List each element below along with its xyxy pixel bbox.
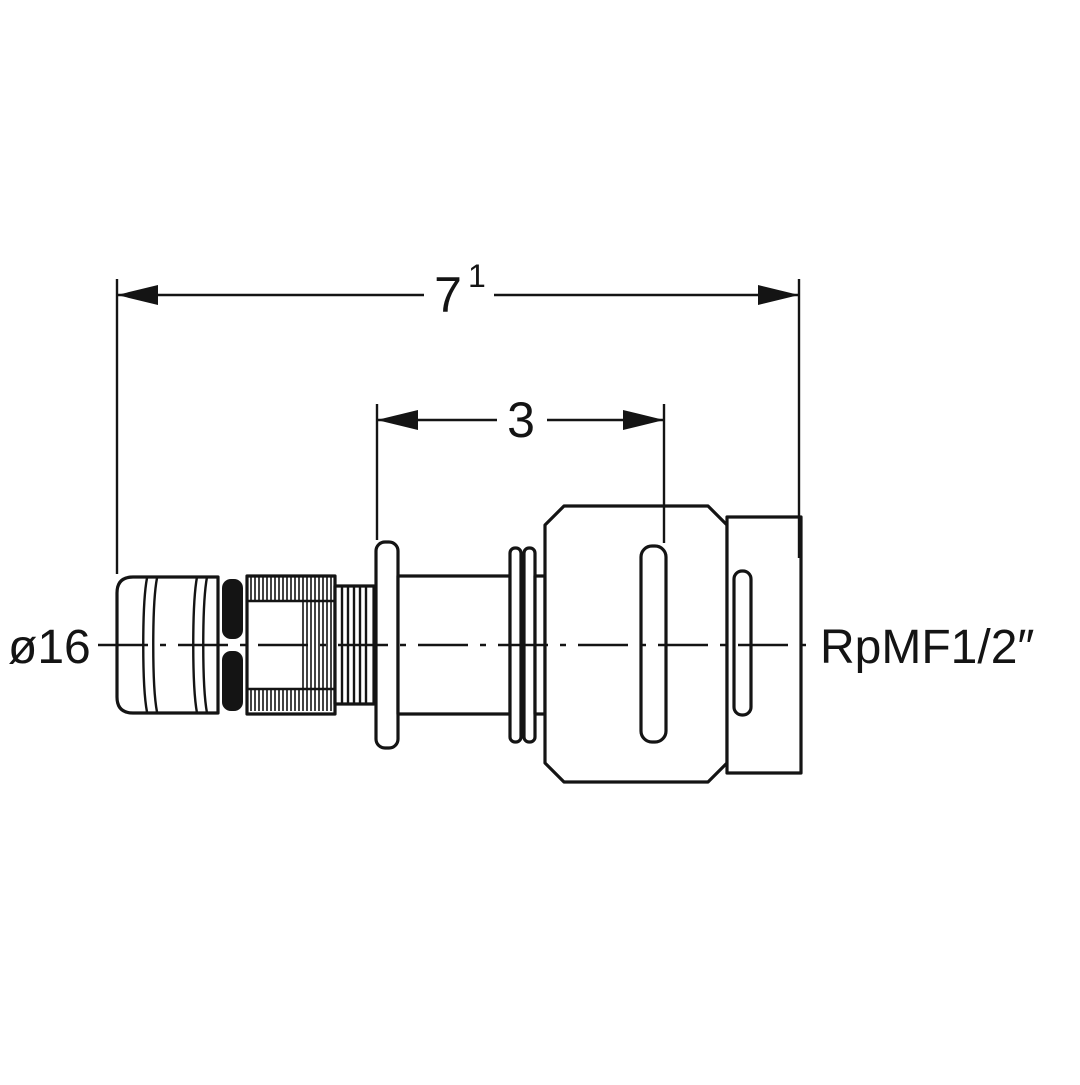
dimension-inner-value: 3 [507, 392, 535, 448]
o-ring-top [222, 579, 243, 639]
arrowhead-left [377, 410, 418, 430]
outlet-groove [732, 569, 753, 717]
label-pipe-diameter: ø16 [8, 621, 91, 674]
dimension-overall-footnote: 1 [468, 258, 486, 294]
o-ring-bottom [222, 651, 243, 711]
sleeve-knurl-top [250, 577, 332, 600]
arrowhead-right [758, 285, 799, 305]
dimension-inner: 3 [375, 392, 666, 543]
pipe-end-rib [152, 576, 159, 714]
arrowhead-left [117, 285, 158, 305]
arrowhead-right [623, 410, 664, 430]
sleeve-knurl-bottom [250, 690, 332, 711]
dimension-overall-value: 7 [434, 267, 462, 323]
label-thread-size: RpMF1/2″ [820, 621, 1034, 674]
sleeve-band-line [245, 599, 337, 691]
dimension-overall: 7 1 [115, 258, 801, 574]
